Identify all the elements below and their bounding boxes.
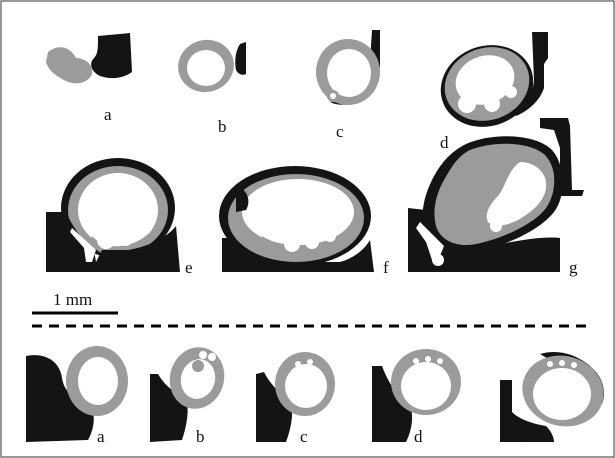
lumen-spot bbox=[97, 231, 115, 249]
dark-lobe bbox=[91, 33, 132, 78]
lumen bbox=[187, 50, 225, 86]
middle-stage-g bbox=[408, 118, 584, 272]
label-middle-e: e bbox=[185, 258, 193, 277]
label-top-d: d bbox=[440, 133, 449, 152]
lumen-spot bbox=[199, 351, 207, 359]
lumen-spot bbox=[547, 361, 553, 367]
lumen bbox=[242, 179, 354, 245]
bottom-stage-e bbox=[500, 347, 612, 442]
bottom-stage-a bbox=[26, 346, 128, 442]
middle-stage-f bbox=[219, 166, 374, 272]
top-stage-b bbox=[172, 34, 246, 99]
lumen bbox=[401, 362, 451, 410]
lumen-spot bbox=[305, 235, 319, 249]
lumen-spot bbox=[437, 358, 443, 364]
label-bottom-e: e bbox=[520, 427, 528, 446]
bottom-stage-c bbox=[256, 352, 335, 442]
top-stage-c bbox=[316, 30, 380, 105]
lumen-spot bbox=[559, 360, 565, 366]
label-bottom-d: d bbox=[414, 427, 423, 446]
lumen-spot bbox=[509, 211, 519, 221]
lumen-spot bbox=[324, 230, 336, 242]
lumen-spot bbox=[425, 356, 431, 362]
lumen-spot bbox=[208, 353, 216, 361]
label-middle-g: g bbox=[569, 258, 578, 277]
bottom-stage-b bbox=[150, 341, 231, 442]
gray-lobe bbox=[46, 47, 92, 83]
lumen bbox=[285, 364, 327, 408]
top-stage-a bbox=[46, 33, 132, 83]
lumen bbox=[78, 357, 118, 405]
label-bottom-a: a bbox=[97, 427, 105, 446]
lumen-spot bbox=[490, 220, 502, 232]
lumen-spot bbox=[458, 95, 476, 113]
lumen-spot bbox=[484, 96, 500, 112]
lumen-spot bbox=[120, 234, 132, 246]
lumen bbox=[533, 368, 591, 420]
label-bottom-c: c bbox=[300, 427, 308, 446]
lumen-spot bbox=[284, 236, 300, 252]
scale-bar-label: 1 mm bbox=[53, 290, 92, 309]
lumen bbox=[327, 49, 371, 97]
label-middle-f: f bbox=[383, 258, 389, 277]
label-top-a: a bbox=[104, 105, 112, 124]
lumen-spot bbox=[505, 86, 517, 98]
inner-spot-white bbox=[330, 93, 336, 99]
lumen-spot bbox=[571, 362, 577, 368]
lumen-spot bbox=[137, 227, 147, 237]
middle-stage-e bbox=[46, 158, 180, 272]
gap-spot bbox=[432, 254, 444, 266]
lumen-spot bbox=[413, 358, 419, 364]
top-stage-d bbox=[429, 32, 548, 140]
inner-spot bbox=[192, 360, 204, 372]
dark-edge bbox=[235, 42, 246, 75]
label-bottom-b: b bbox=[196, 427, 205, 446]
lumen-spot bbox=[295, 361, 301, 367]
label-top-c: c bbox=[336, 122, 344, 141]
label-top-b: b bbox=[218, 117, 227, 136]
lumen-spot bbox=[307, 359, 313, 365]
